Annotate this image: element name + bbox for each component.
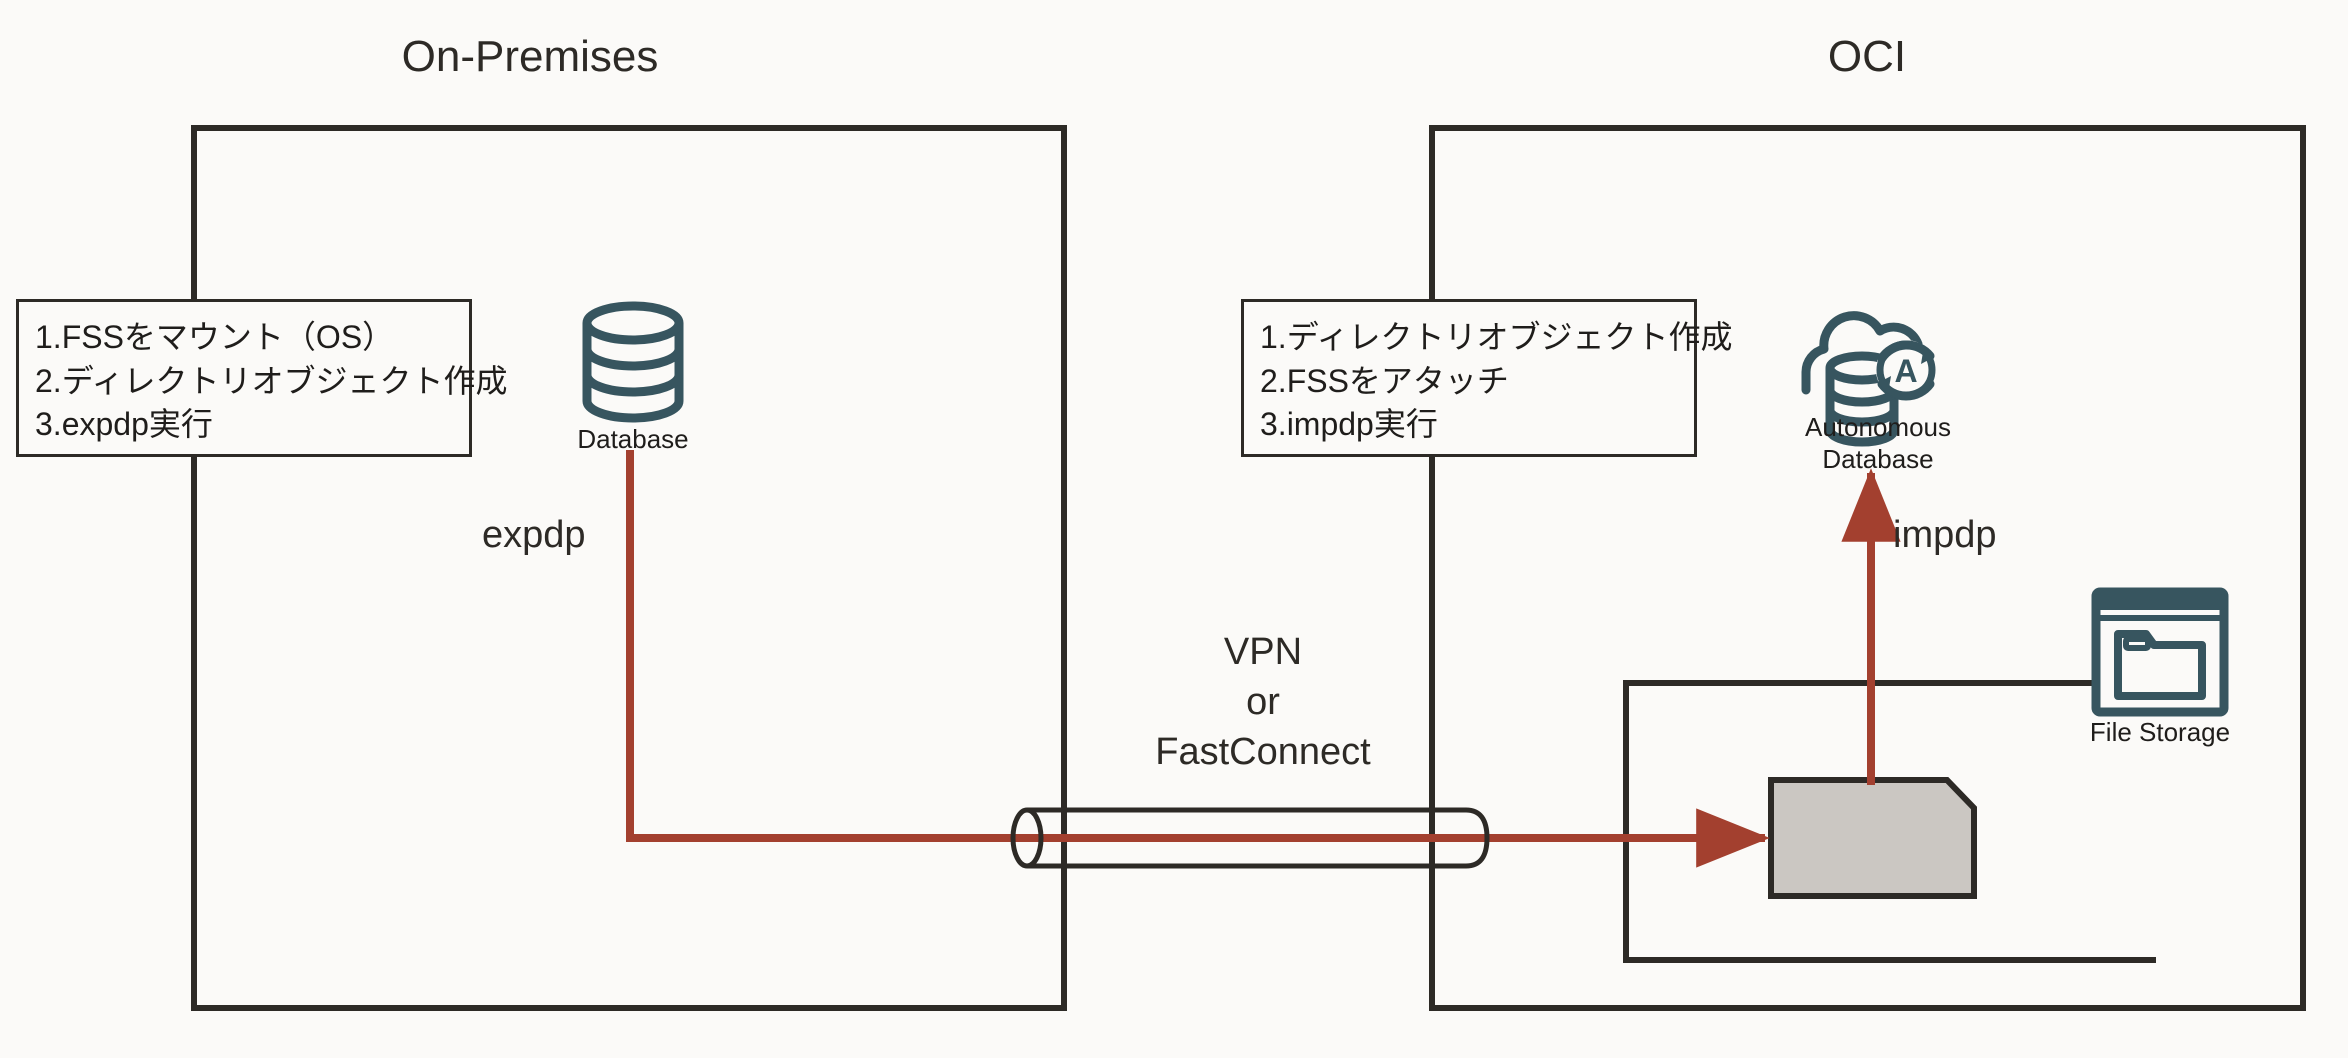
file-storage-icon <box>2091 587 2229 717</box>
database-cylinder-icon <box>582 301 684 423</box>
on-premises-boundary <box>191 125 1067 1011</box>
autonomous-database-caption-line1: Autonomous <box>1805 412 1951 442</box>
on-premises-step-3: 3.expdp実行 <box>35 406 213 443</box>
oci-step-3: 3.impdp実行 <box>1260 406 1438 443</box>
file-storage-icon-caption: File Storage <box>2089 717 2231 747</box>
oci-step-2: 2.FSSをアタッチ <box>1260 362 1509 399</box>
expdp-label: expdp <box>482 514 586 556</box>
oci-step-1: 1.ディレクトリオブジェクト作成 <box>1260 319 1733 355</box>
on-premises-step-1: 1.FSSをマウント（OS） <box>35 319 395 355</box>
file-storage-mount-path <box>1623 680 2156 963</box>
vpn-fastconnect-label-line1: VPN <box>1223 631 1303 673</box>
mounted-filesystem-shape <box>1768 777 1977 899</box>
svg-text:A: A <box>1894 353 1917 389</box>
vpn-fastconnect-pipe <box>1010 807 1490 869</box>
vpn-fastconnect-label-line3: FastConnect <box>1155 731 1371 773</box>
on-premises-step-2: 2.ディレクトリオブジェクト作成 <box>35 362 508 399</box>
zone-title-on-premises: On-Premises <box>401 32 659 81</box>
oci-boundary <box>1429 125 2306 1011</box>
zone-title-oci: OCI <box>1827 32 1907 81</box>
vpn-fastconnect-label-line2: or <box>1246 681 1280 723</box>
autonomous-database-caption-line2: Database <box>1822 444 1934 474</box>
on-premises-steps-box: 1.FSSをマウント（OS） 2.ディレクトリオブジェクト作成 3.expdp実… <box>16 299 508 457</box>
autonomous-database-icon: A <box>1801 311 1936 447</box>
impdp-label: impdp <box>1893 514 1997 556</box>
expdp-flow-arrow <box>626 450 1770 868</box>
oci-steps-box: 1.ディレクトリオブジェクト作成 2.FSSをアタッチ 3.impdp実行 <box>1241 299 1733 457</box>
database-icon-caption: Database <box>577 424 689 454</box>
